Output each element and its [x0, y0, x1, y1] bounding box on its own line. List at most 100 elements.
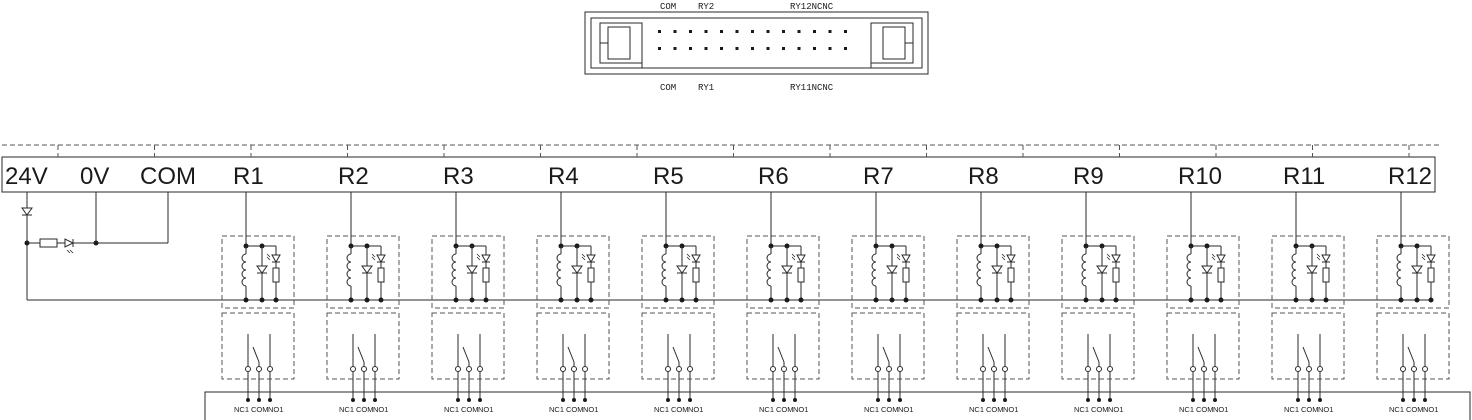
terminal-label-r7: R7 [863, 163, 894, 190]
output-label-nc1: NC1 [759, 405, 774, 414]
output-label-nc1: NC1 [549, 405, 564, 414]
connector-pin [658, 47, 661, 50]
connector-pin [751, 47, 754, 50]
terminal-label-r1: R1 [233, 163, 264, 190]
connector-pin-grid [658, 30, 847, 50]
output-label-no1: NO1 [1108, 405, 1123, 414]
connector-pin [844, 30, 847, 33]
connector-pin [828, 47, 832, 50]
output-label-no1: NO1 [1213, 405, 1228, 414]
output-label-no1: NO1 [793, 405, 808, 414]
connector-pin [782, 47, 785, 50]
output-label-nc1: NC1 [339, 405, 354, 414]
terminal-label-r2: R2 [338, 163, 369, 190]
connector-pin [782, 30, 785, 33]
output-label-com: COM [671, 405, 689, 414]
connector-pin [813, 47, 816, 50]
connector-pin [689, 30, 692, 33]
connector-pin [720, 47, 723, 50]
output-label-nc1: NC1 [234, 405, 249, 414]
output-label-nc1: NC1 [969, 405, 984, 414]
output-label-nc1: NC1 [1284, 405, 1299, 414]
terminal-label-24v: 24V [5, 163, 48, 190]
terminal-label-0v: 0V [80, 163, 109, 190]
connector-pin [673, 30, 677, 33]
output-label-nc1: NC1 [654, 405, 669, 414]
output-label-no1: NO1 [373, 405, 388, 414]
connector-top-label-ry12: RY12NCNC [790, 2, 834, 12]
output-label-com: COM [1301, 405, 1319, 414]
output-label-com: COM [566, 405, 584, 414]
output-label-com: COM [1091, 405, 1109, 414]
output-label-com: COM [251, 405, 269, 414]
connector-pin [751, 30, 754, 33]
connector-pin [797, 30, 801, 33]
output-label-com: COM [461, 405, 479, 414]
output-label-no1: NO1 [1318, 405, 1333, 414]
output-label-com: COM [1406, 405, 1424, 414]
connector-pin [673, 47, 677, 50]
connector-bottom-label-ry11: RY11NCNC [790, 83, 834, 93]
terminal-label-com: COM [140, 163, 196, 190]
terminal-label-r8: R8 [968, 163, 999, 190]
connector-pin [766, 47, 770, 50]
output-terminal-strip [204, 391, 1471, 420]
output-label-no1: NO1 [1423, 405, 1438, 414]
output-label-com: COM [1196, 405, 1214, 414]
output-label-com: COM [776, 405, 794, 414]
connector-bottom-label-com: COM [660, 83, 676, 93]
connector-pin [735, 30, 739, 33]
output-label-nc1: NC1 [1074, 405, 1089, 414]
terminal-block [1, 156, 1436, 193]
output-label-no1: NO1 [898, 405, 913, 414]
output-label-nc1: NC1 [864, 405, 879, 414]
connector-pin [720, 30, 723, 33]
output-label-no1: NO1 [583, 405, 598, 414]
output-label-nc1: NC1 [444, 405, 459, 414]
connector-top-label-com: COM [660, 2, 676, 12]
connector-pin [689, 47, 692, 50]
output-label-no1: NO1 [1003, 405, 1018, 414]
terminal-label-r10: R10 [1178, 163, 1222, 190]
output-label-nc1: NC1 [1179, 405, 1194, 414]
terminal-label-r9: R9 [1073, 163, 1104, 190]
output-label-com: COM [881, 405, 899, 414]
connector-bottom-label-ry1: RY1 [698, 83, 714, 93]
output-label-com: COM [356, 405, 374, 414]
output-label-no1: NO1 [688, 405, 703, 414]
connector-pin [828, 30, 832, 33]
connector-pin [813, 30, 816, 33]
connector-pin [735, 47, 739, 50]
output-label-no1: NO1 [478, 405, 493, 414]
output-label-com: COM [986, 405, 1004, 414]
terminal-label-r3: R3 [443, 163, 474, 190]
connector-top-label-ry2: RY2 [698, 2, 714, 12]
idc-connector: COM RY2 RY12NCNC COM RY1 RY11NCNC [584, 2, 929, 93]
output-label-no1: NO1 [268, 405, 283, 414]
connector-pin [704, 47, 708, 50]
terminal-label-r11: R11 [1283, 163, 1325, 190]
terminal-separators [57, 145, 1410, 157]
